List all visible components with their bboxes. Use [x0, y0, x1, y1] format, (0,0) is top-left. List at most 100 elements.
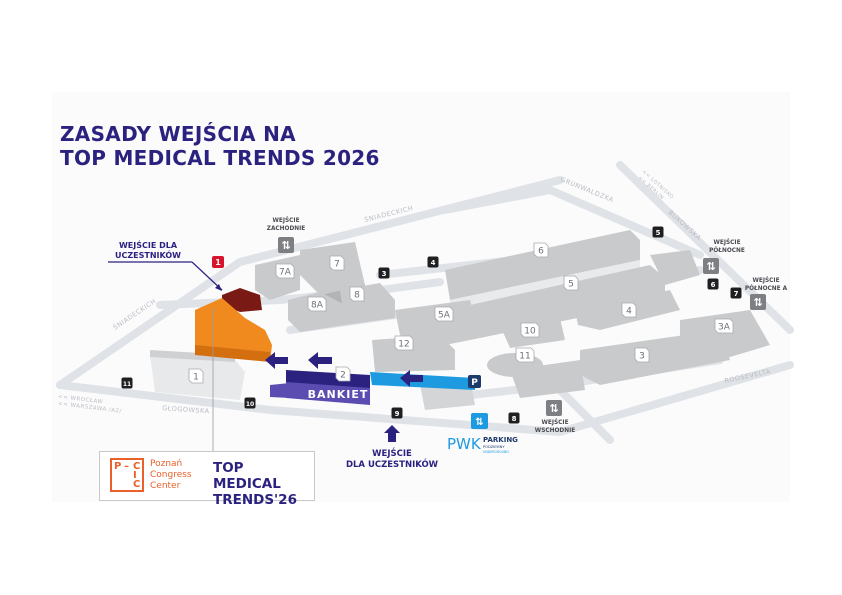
- building-8a: [288, 292, 345, 332]
- svg-text:9: 9: [395, 410, 400, 418]
- svg-text:WEJŚCIE: WEJŚCIE: [541, 419, 568, 426]
- road-glogowska-roosevelta: [56, 361, 794, 437]
- svg-text:WEJŚCIE: WEJŚCIE: [713, 239, 740, 246]
- parking-line1: PARKING: [483, 436, 518, 444]
- svg-text:⇅: ⇅: [706, 260, 715, 273]
- building-tag-1: 1: [188, 368, 204, 384]
- gate-1-marker: [212, 256, 224, 268]
- svg-text:10: 10: [524, 327, 536, 337]
- orange-hall: [195, 298, 272, 362]
- building-tag-3: 3: [634, 347, 650, 363]
- svg-text:WEJŚCIE: WEJŚCIE: [272, 217, 299, 224]
- parking-line3: UNDERGROUND: [483, 450, 509, 454]
- building-tag-8a: 8A: [307, 296, 327, 312]
- gate-tag-7: 7: [730, 287, 742, 299]
- gate-tag-5: 5: [652, 226, 664, 238]
- arrow-left-icon: [308, 352, 332, 369]
- gate-1-label: 1: [215, 258, 221, 267]
- svg-text:6: 6: [711, 281, 716, 289]
- svg-text:11: 11: [519, 352, 530, 362]
- building-tag-5: 5: [563, 275, 579, 291]
- entrance-arrows-icon: [703, 258, 719, 274]
- building-tag-2: 2: [335, 366, 351, 382]
- parking-entrance-arrows-icon: [471, 413, 488, 429]
- entrance-arrows-icon: [278, 237, 294, 253]
- gate-tag-4: 4: [427, 256, 439, 268]
- svg-text:8: 8: [512, 415, 517, 423]
- svg-text:2: 2: [340, 371, 346, 381]
- arrow-left-icon: [400, 370, 423, 387]
- svg-text:7: 7: [334, 260, 340, 270]
- building-tag-8: 8: [349, 286, 365, 302]
- svg-text:8: 8: [354, 291, 360, 301]
- gate-tag-10: 10: [244, 397, 256, 409]
- arrow-left-icon: [265, 352, 288, 369]
- arrow-up-icon: [384, 425, 400, 442]
- building-11: [487, 353, 543, 377]
- building-tag-6: 6: [533, 242, 549, 258]
- svg-text:3A: 3A: [718, 323, 731, 333]
- direction-wroclaw: << WROCŁAW: [58, 394, 104, 405]
- building-tag-3a: 3A: [714, 318, 734, 334]
- title-line1: ZASADY WEJŚCIA NA: [60, 122, 296, 146]
- entrance-arrows-icon: [546, 400, 562, 416]
- title-line2: TOP MEDICAL TRENDS 2026: [60, 146, 380, 170]
- svg-text:⇅: ⇅: [475, 417, 483, 428]
- page-title: ZASADY WEJŚCIA NA TOP MEDICAL TRENDS 202…: [60, 122, 380, 170]
- svg-text:12: 12: [398, 340, 409, 350]
- svg-text:PÓŁNOCNE A: PÓŁNOCNE A: [745, 285, 788, 292]
- gate-tag-9: 9: [391, 407, 403, 419]
- building-tag-7a: 7A: [275, 263, 295, 279]
- svg-text:10: 10: [246, 401, 254, 408]
- svg-text:6: 6: [538, 247, 544, 257]
- building-12: [372, 335, 455, 372]
- buildings: [150, 230, 770, 410]
- parking-icon-letter: P: [471, 378, 478, 388]
- svg-text:WEJŚCIE: WEJŚCIE: [752, 277, 779, 284]
- svg-text:8A: 8A: [311, 301, 324, 311]
- building-tag-4: 4: [621, 302, 637, 318]
- entrance-arrows-icon: [750, 294, 766, 310]
- svg-text:5: 5: [656, 229, 661, 237]
- svg-text:⇅: ⇅: [549, 402, 558, 415]
- bankiet-label: BANKIET: [308, 388, 369, 401]
- parking-icon: [468, 375, 481, 388]
- bottom-entrance-line2: DLA UCZESTNIKÓW: [346, 458, 439, 470]
- pcc-logo: P – C I C: [110, 458, 144, 492]
- road-grunwaldzka: [441, 185, 704, 259]
- gate-tag-11: 11: [121, 377, 133, 389]
- event-name: TOP MEDICAL TRENDS'26: [213, 460, 297, 508]
- building-6: [445, 230, 640, 300]
- street-glogowska: GŁOGOWSKA: [162, 404, 210, 415]
- building-tag-5a: 5A: [434, 306, 454, 322]
- gate-tag-6: 6: [707, 278, 719, 290]
- svg-text:4: 4: [626, 307, 632, 317]
- callout-line1: WEJŚCIE DLA: [119, 239, 178, 250]
- svg-text:⇅: ⇅: [281, 239, 290, 252]
- svg-text:11: 11: [123, 381, 131, 388]
- gate-tag-3: 3: [378, 267, 390, 279]
- svg-text:⇅: ⇅: [753, 296, 762, 309]
- building-3: [580, 330, 730, 385]
- svg-text:PÓŁNOCNE: PÓŁNOCNE: [709, 247, 745, 254]
- entrance-arrows: [265, 352, 423, 442]
- building-tag-12: 12: [394, 335, 414, 351]
- legend-box: P – C I C Poznań Congress Center TOP MED…: [99, 451, 315, 508]
- svg-text:1: 1: [193, 373, 199, 383]
- svg-text:5: 5: [568, 280, 574, 290]
- callout-line2: UCZESTNIKÓW: [115, 249, 181, 260]
- building-tag-11: 11: [515, 347, 535, 363]
- svg-text:3: 3: [382, 270, 387, 278]
- dark-red-hall: [222, 288, 262, 312]
- svg-text:5A: 5A: [438, 311, 451, 321]
- gate-tag-8: 8: [508, 412, 520, 424]
- bottom-entrance-line1: WEJŚCIE: [372, 447, 412, 459]
- parking-line2: PODZIEMNY: [483, 445, 505, 449]
- entrance-indicators: ⇅WEJŚCIEZACHODNIE⇅WEJŚCIEPÓŁNOCNE⇅WEJŚCI…: [267, 217, 788, 434]
